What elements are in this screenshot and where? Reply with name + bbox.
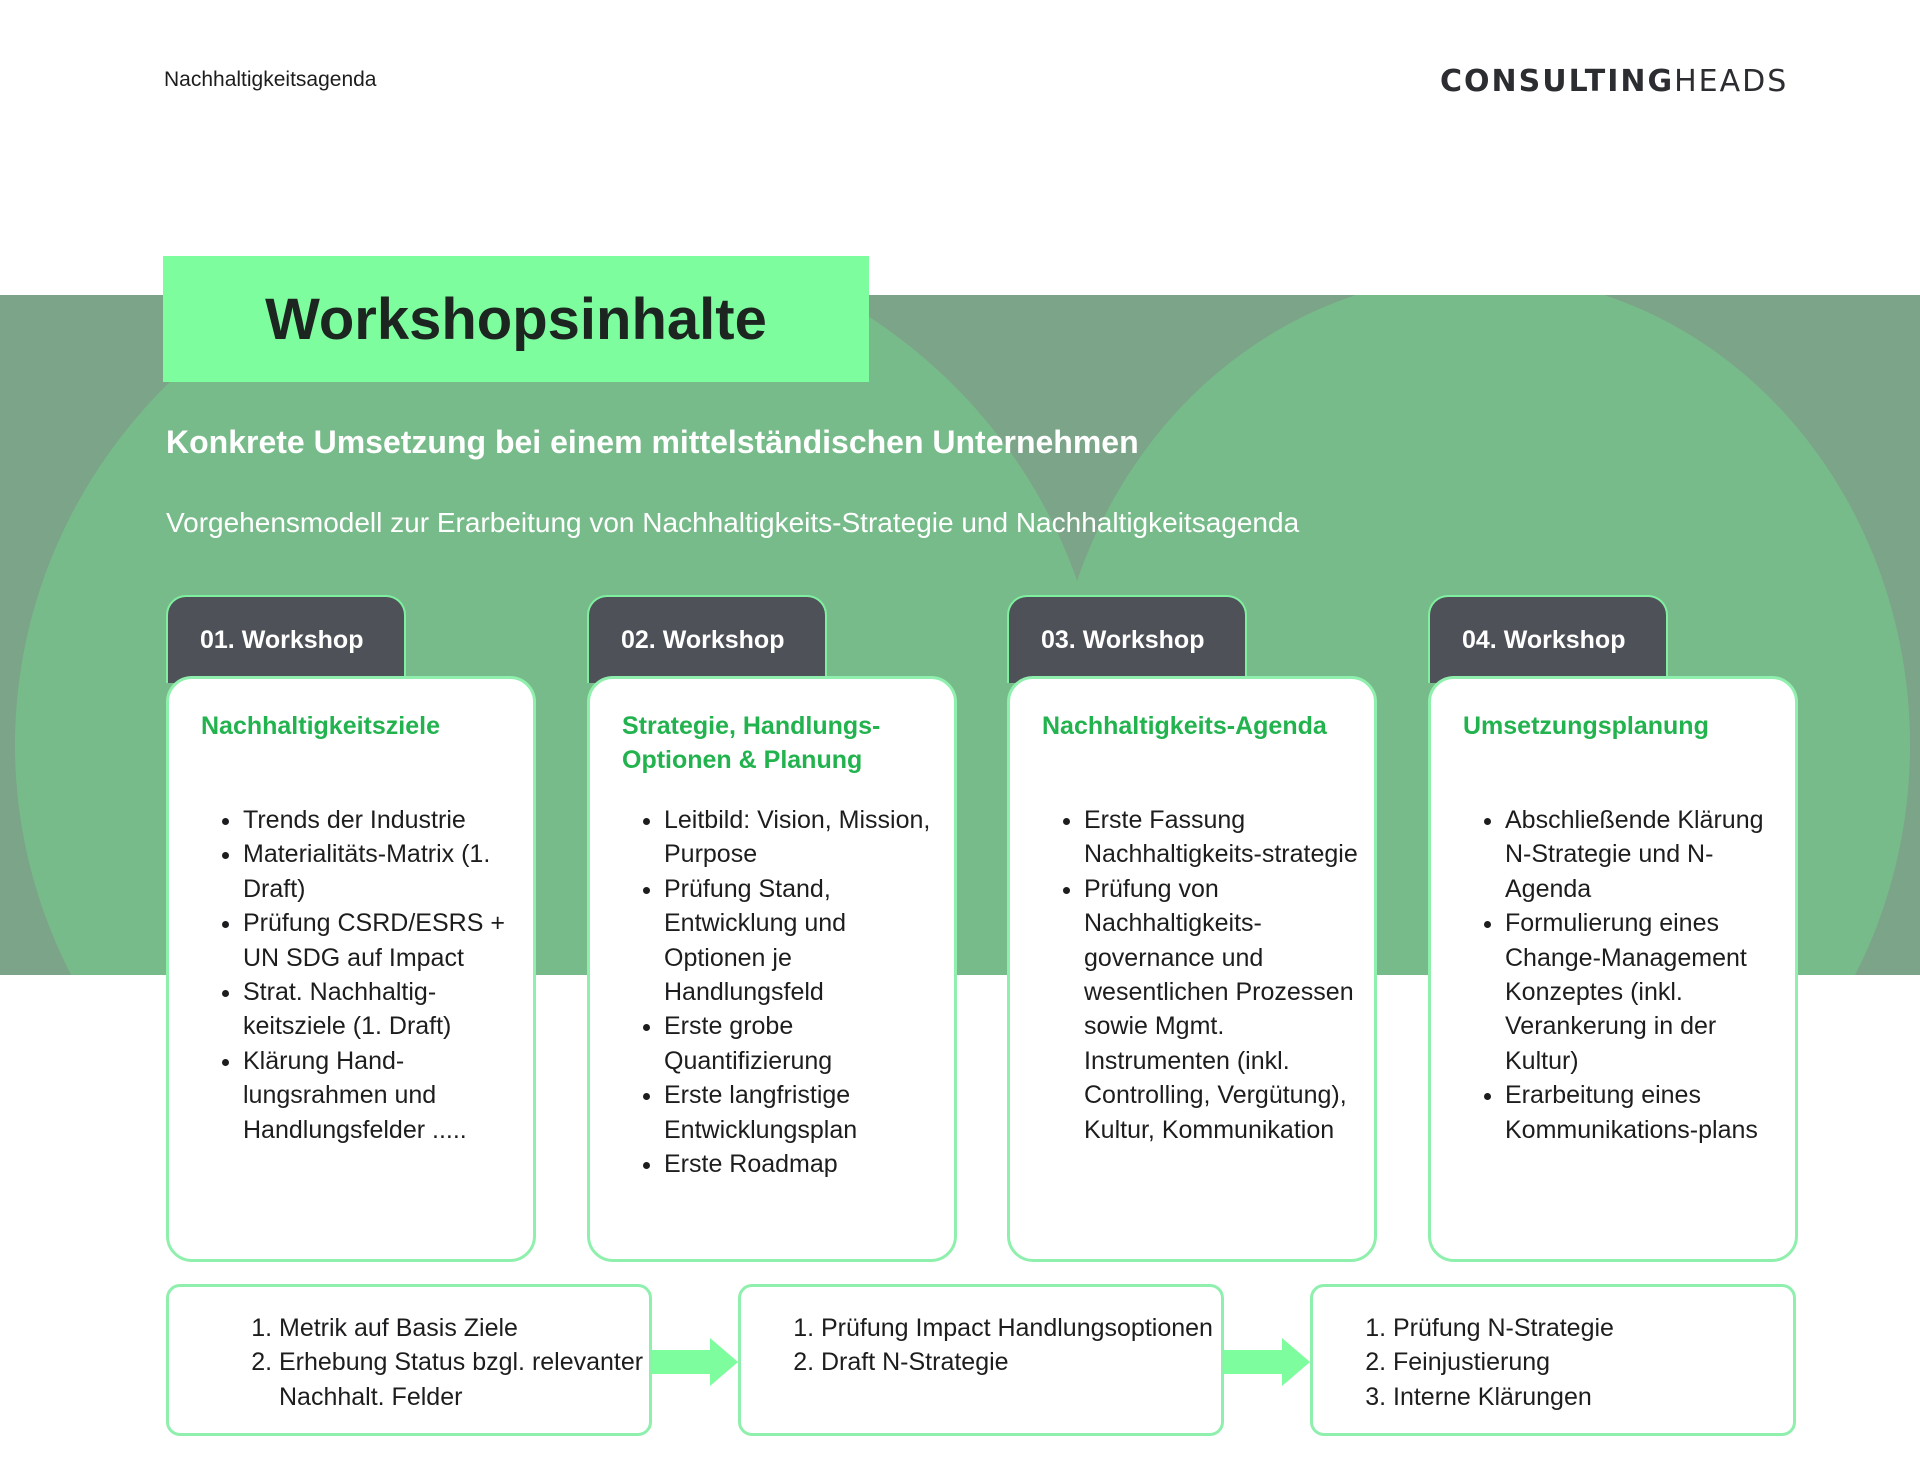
list-item: Erste Fassung Nachhaltigkeits-strategie xyxy=(1084,803,1372,872)
list-item: Interne Klärungen xyxy=(1393,1380,1793,1414)
list-item: Materialitäts-Matrix (1. Draft) xyxy=(243,837,531,906)
logo-light-part: HEADS xyxy=(1674,64,1789,99)
list-item: Trends der Industrie xyxy=(243,803,531,837)
process-step-list: Metrik auf Basis Ziele Erhebung Status b… xyxy=(249,1311,659,1414)
process-step-3: Prüfung N-Strategie Feinjustierung Inter… xyxy=(1310,1284,1796,1436)
section-label: Nachhaltigkeitsagenda xyxy=(164,68,377,91)
list-item: Klärung Hand-lungsrahmen und Handlungsfe… xyxy=(243,1044,531,1147)
workshop-card-list: Abschließende Klärung N-Strategie und N-… xyxy=(1463,803,1793,1147)
list-item: Formulierung eines Change-Management Kon… xyxy=(1505,906,1793,1078)
list-item: Leitbild: Vision, Mission, Purpose xyxy=(664,803,952,872)
workshop-card-02: Strategie, Handlungs-Optionen & Planung … xyxy=(587,676,957,1262)
list-item: Prüfung CSRD/ESRS + UN SDG auf Impact xyxy=(243,906,531,975)
workshop-card-list: Leitbild: Vision, Mission, Purpose Prüfu… xyxy=(622,803,952,1181)
list-item: Erste grobe Quantifizierung xyxy=(664,1009,952,1078)
list-item: Prüfung von Nachhaltigkeits-governance u… xyxy=(1084,872,1372,1147)
workshop-tab-04: 04. Workshop xyxy=(1428,595,1668,683)
arrow-right-icon xyxy=(1224,1338,1310,1386)
workshop-card-title: Umsetzungsplanung xyxy=(1463,712,1709,740)
workshop-card-03: Nachhaltigkeits-Agenda Erste Fassung Nac… xyxy=(1007,676,1377,1262)
list-item: Feinjustierung xyxy=(1393,1345,1793,1379)
logo-bold-part: CONSULTING xyxy=(1440,64,1675,99)
workshop-card-04: Umsetzungsplanung Abschließende Klärung … xyxy=(1428,676,1798,1262)
workshop-card-title: Nachhaltigkeitsziele xyxy=(201,712,440,740)
workshop-card-01: Nachhaltigkeitsziele Trends der Industri… xyxy=(166,676,536,1262)
workshop-card-list: Trends der Industrie Materialitäts-Matri… xyxy=(201,803,531,1147)
process-step-1: Metrik auf Basis Ziele Erhebung Status b… xyxy=(166,1284,652,1436)
list-item: Erste langfristige Entwicklungsplan xyxy=(664,1078,952,1147)
page-title: Workshopsinhalte xyxy=(163,256,869,382)
list-item: Strat. Nachhaltig-keitsziele (1. Draft) xyxy=(243,975,531,1044)
lead-text: Vorgehensmodell zur Erarbeitung von Nach… xyxy=(166,507,1300,538)
list-item: Erste Roadmap xyxy=(664,1147,952,1181)
consultingheads-logo: CONSULTINGHEADS xyxy=(1440,64,1788,99)
workshop-card-list: Erste Fassung Nachhaltigkeits-strategie … xyxy=(1042,803,1372,1147)
workshop-tab-03: 03. Workshop xyxy=(1007,595,1247,683)
list-item: Prüfung N-Strategie xyxy=(1393,1311,1793,1345)
list-item: Prüfung Stand, Entwicklung und Optionen … xyxy=(664,872,952,1010)
workshop-tab-02: 02. Workshop xyxy=(587,595,827,683)
list-item: Metrik auf Basis Ziele xyxy=(279,1311,659,1345)
list-item: Draft N-Strategie xyxy=(821,1345,1221,1379)
list-item: Erarbeitung eines Kommunikations-plans xyxy=(1505,1078,1793,1147)
arrow-right-icon xyxy=(652,1338,738,1386)
page-subtitle: Konkrete Umsetzung bei einem mittelständ… xyxy=(166,424,1139,460)
list-item: Erhebung Status bzgl. relevanter Nachhal… xyxy=(279,1345,659,1414)
workshop-card-title: Strategie, Handlungs-Optionen & Planung xyxy=(622,712,881,774)
workshop-card-title: Nachhaltigkeits-Agenda xyxy=(1042,712,1327,740)
list-item: Prüfung Impact Handlungsoptionen xyxy=(821,1311,1221,1345)
list-item: Abschließende Klärung N-Strategie und N-… xyxy=(1505,803,1793,906)
process-step-list: Prüfung Impact Handlungsoptionen Draft N… xyxy=(791,1311,1221,1380)
process-step-2: Prüfung Impact Handlungsoptionen Draft N… xyxy=(738,1284,1224,1436)
workshop-tab-01: 01. Workshop xyxy=(166,595,406,683)
process-step-list: Prüfung N-Strategie Feinjustierung Inter… xyxy=(1363,1311,1793,1414)
